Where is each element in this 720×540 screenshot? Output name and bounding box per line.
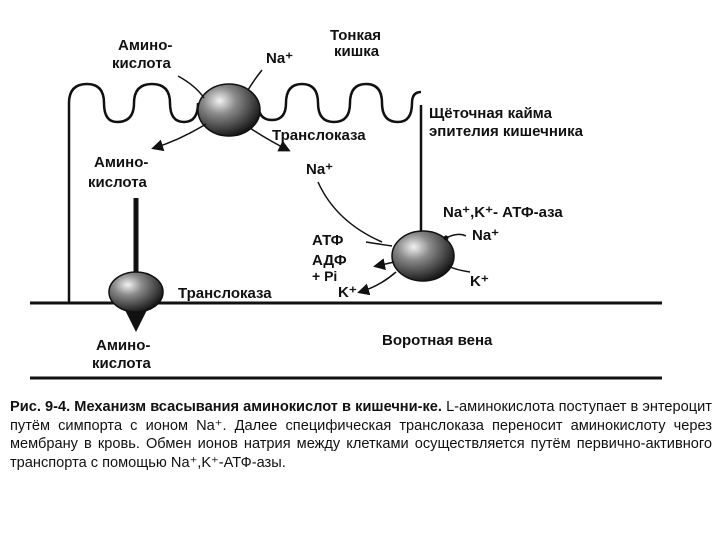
label-brush-border: Щёточная кайма эпителия кишечника [429, 105, 584, 140]
top-translocase-ball [197, 83, 261, 137]
label-small-intestine: Тонкая кишка [330, 27, 385, 60]
brush-border-microvilli [67, 82, 422, 124]
amino-acid-absorption-diagram: Амино- кислота Na⁺ Тонкая кишка Щёточная… [30, 27, 662, 380]
label-atp: АТФ [312, 232, 344, 249]
label-na-top: Na⁺ [266, 50, 293, 67]
arrow-pump-to-adp [373, 258, 395, 271]
arrow-amino-acid-release [151, 123, 207, 152]
label-translocase-bottom: Транслоказа [178, 285, 272, 302]
arrow-na-to-pump [317, 181, 383, 243]
label-k-in: K⁺ [338, 284, 357, 301]
label-pi: + Pi [312, 268, 337, 284]
label-amino-acid-top: Амино- кислота [112, 37, 177, 72]
label-portal-vein: Воротная вена [382, 332, 493, 349]
label-amino-acid-inside: Амино- кислота [88, 154, 153, 191]
na-out-dot [443, 235, 449, 241]
caption-text: L-аминокислота поступает в энтероцит пут… [10, 399, 712, 471]
na-k-atpase-ball [391, 230, 455, 282]
label-translocase-top: Транслоказа [272, 127, 366, 144]
arrow-k-in [447, 265, 471, 273]
label-amino-acid-bottom: Амино- кислота [92, 337, 155, 372]
caption-lead: Рис. 9-4. Механизм всасывания аминокисло… [10, 399, 442, 415]
arrow-k-to-cell [357, 271, 397, 296]
arrow-na-in [247, 69, 263, 91]
arrow-atp-to-pump [365, 241, 393, 247]
arrow-na-out [445, 233, 467, 239]
figure-caption: Рис. 9-4. Механизм всасывания аминокисло… [10, 398, 712, 472]
arrow-na-release [249, 127, 291, 152]
bottom-translocase-ball [108, 271, 164, 313]
label-atpase: Na⁺,K⁺- АТФ-аза [443, 204, 563, 221]
label-na-out: Na⁺ [472, 227, 499, 244]
arrow-amino-acid-in [177, 75, 205, 99]
label-na-inside: Na⁺ [306, 161, 333, 178]
label-adp: АДФ [312, 252, 347, 269]
label-k-out: K⁺ [470, 273, 489, 290]
